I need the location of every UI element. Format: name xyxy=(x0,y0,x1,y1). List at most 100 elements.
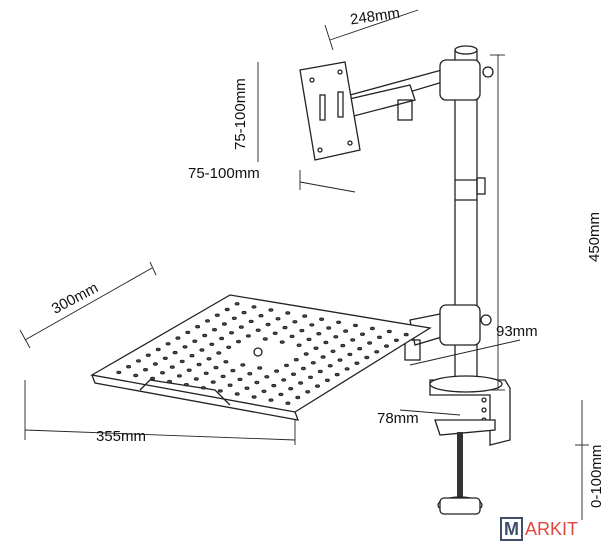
tray-vent-hole xyxy=(278,392,284,397)
tray-vent-hole xyxy=(231,316,237,320)
tray-vent-hole xyxy=(275,317,281,321)
tray-vent-hole xyxy=(393,338,399,342)
laptop-tray xyxy=(90,294,432,421)
tray-vent-hole xyxy=(291,372,296,376)
tray-vent-hole xyxy=(306,337,312,342)
tray-vent-hole xyxy=(319,317,325,321)
tray-vent-hole xyxy=(126,365,132,369)
tray-vent-hole xyxy=(293,358,299,362)
tray-vent-hole xyxy=(295,395,301,400)
tray-vent-hole xyxy=(244,386,250,390)
tray-vent-hole xyxy=(167,379,172,384)
tray-vent-hole xyxy=(227,383,233,387)
tray-vent-hole xyxy=(357,347,363,351)
tray-vent-hole xyxy=(234,302,240,306)
tray-vent-hole xyxy=(261,389,267,393)
tray-vent-hole xyxy=(182,345,188,349)
tray-vent-hole xyxy=(316,332,322,336)
tray-vent-hole xyxy=(247,372,253,376)
tray-vent-hole xyxy=(268,398,274,402)
tray-vent-hole xyxy=(199,348,205,352)
tray-vent-hole xyxy=(282,325,288,330)
tray-vent-hole xyxy=(213,365,219,370)
tray-vent-hole xyxy=(334,372,340,377)
tray-vent-hole xyxy=(175,336,181,340)
tray-vent-hole xyxy=(206,357,212,361)
tray-vent-hole xyxy=(210,380,216,384)
tray-vent-hole xyxy=(234,392,240,396)
tray-vent-hole xyxy=(364,355,370,360)
tray-vent-hole xyxy=(116,370,122,375)
pole-height-label: 450mm xyxy=(586,211,603,262)
tray-vent-hole xyxy=(226,345,232,349)
tray-vent-hole xyxy=(360,332,365,336)
tray-vent-hole xyxy=(350,338,356,342)
tray-vent-hole xyxy=(272,331,278,335)
clamp-range-label: 0-100mm xyxy=(588,444,605,508)
tray-vent-hole xyxy=(216,351,222,355)
tray-vent-hole xyxy=(374,350,380,354)
tray-vent-hole xyxy=(384,344,389,348)
tray-arm xyxy=(404,304,492,361)
tray-vent-hole xyxy=(354,361,360,365)
vesa-plate xyxy=(299,61,361,161)
tray-vent-hole xyxy=(133,373,139,378)
tray-vent-hole xyxy=(265,322,271,327)
clamp-depth-label: 78mm xyxy=(377,410,419,427)
tray-vent-hole xyxy=(309,323,315,327)
dimension-lines xyxy=(19,9,589,520)
tray-vent-hole xyxy=(262,337,268,341)
tray-vent-hole xyxy=(245,334,251,338)
tray-vent-hole xyxy=(344,367,350,371)
tray-vent-hole xyxy=(183,383,189,387)
tray-vent-hole xyxy=(330,349,336,353)
tray-vent-hole xyxy=(305,390,311,394)
tray-vent-hole xyxy=(195,325,201,329)
tray-vent-hole xyxy=(237,377,243,382)
tray-vent-hole xyxy=(303,352,309,356)
tray-vent-hole xyxy=(219,336,225,341)
tray-vent-hole xyxy=(268,308,274,312)
tray-vent-hole xyxy=(340,343,346,348)
tray-vent-hole xyxy=(289,334,295,339)
tray-vent-hole xyxy=(284,363,289,368)
tray-vent-hole xyxy=(285,401,291,405)
tray-vent-hole xyxy=(189,354,195,358)
tray-vent-hole xyxy=(172,350,178,355)
tray-vent-hole xyxy=(257,366,263,370)
tray-vent-hole xyxy=(258,314,264,318)
tray-vent-hole xyxy=(274,369,280,373)
tray-vent-hole xyxy=(169,365,175,369)
tray-vent-hole xyxy=(299,328,305,333)
tray-vent-hole xyxy=(285,311,291,315)
tray-width-label: 355mm xyxy=(96,428,147,445)
tray-vent-hole xyxy=(315,384,320,388)
tray-vent-hole xyxy=(240,363,246,367)
tray-vent-hole xyxy=(212,328,217,332)
tray-vent-hole xyxy=(205,319,210,323)
tray-vent-hole xyxy=(221,322,227,326)
tray-vent-hole xyxy=(220,374,226,379)
tray-vent-hole xyxy=(251,395,257,399)
tray-vent-hole xyxy=(248,319,254,324)
tray-vent-hole xyxy=(298,381,304,385)
tray-vent-hole xyxy=(302,314,308,318)
tray-vent-hole xyxy=(176,374,182,378)
tray-vent-hole xyxy=(192,339,198,343)
tray-vent-hole xyxy=(209,342,215,346)
tray-vent-hole xyxy=(203,371,209,375)
tray-vent-hole xyxy=(223,360,229,364)
tray-vent-hole xyxy=(310,361,316,365)
tray-vent-hole xyxy=(202,333,208,338)
tray-vent-hole xyxy=(296,343,302,347)
tray-vent-hole xyxy=(288,387,294,391)
tray-vent-hole xyxy=(281,378,287,382)
tray-vent-hole xyxy=(327,364,333,368)
tray-vent-hole xyxy=(145,353,151,357)
tray-vent-hole xyxy=(241,310,247,315)
tray-vent-hole xyxy=(238,325,244,329)
tray-vent-hole xyxy=(185,330,191,335)
tray-vent-hole xyxy=(224,307,230,312)
